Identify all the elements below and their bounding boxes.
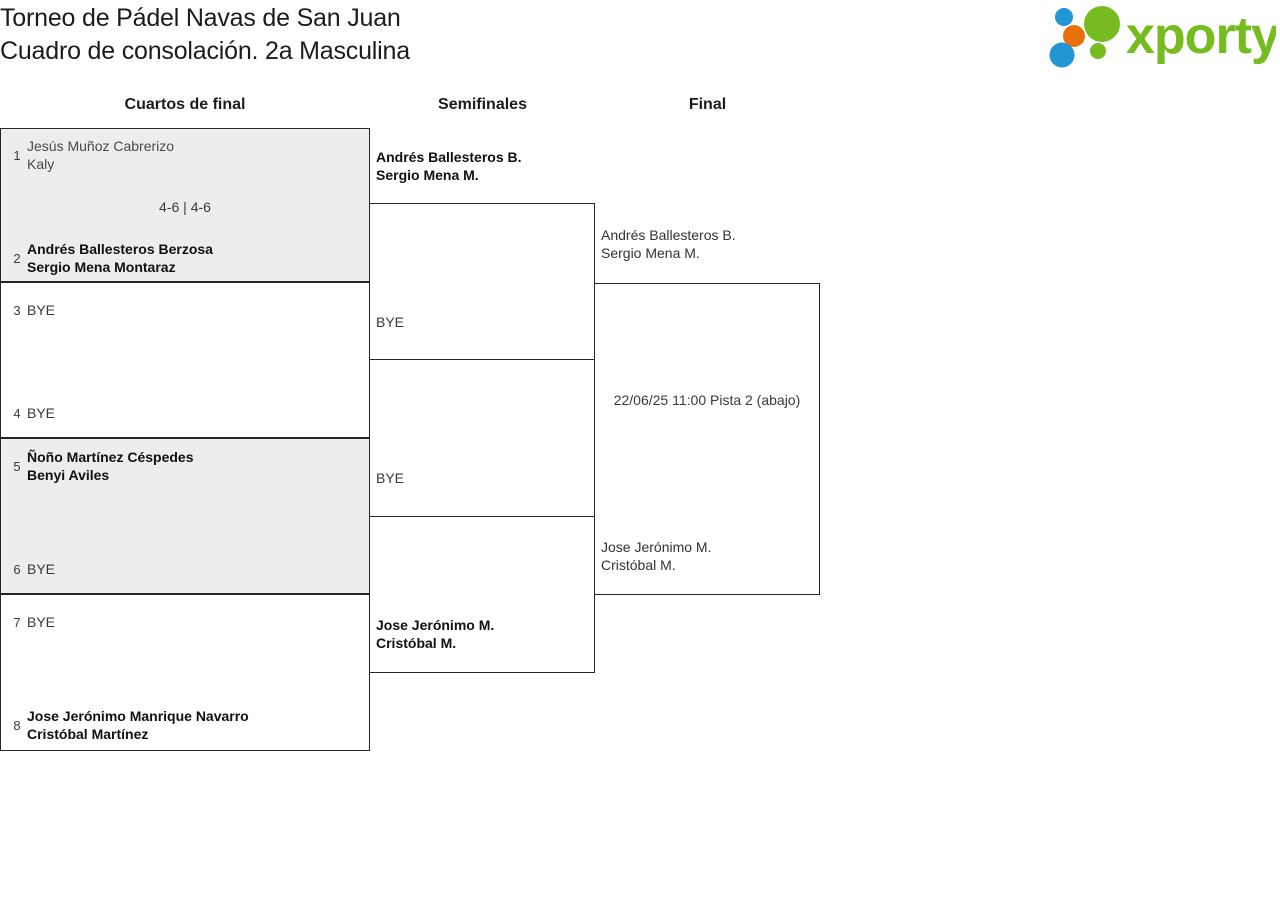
player-name: BYE	[27, 561, 56, 577]
player-name: BYE	[376, 314, 405, 330]
player-name: Sergio Mena Montaraz	[27, 259, 176, 275]
player-name: Cristóbal M.	[601, 557, 676, 573]
match-qf-2[interactable]: 3 BYE 4 BYE	[0, 282, 370, 438]
page-title-line-2: Cuadro de consolación. 2a Masculina	[0, 37, 410, 65]
seed-number: 1	[13, 147, 21, 163]
player-name: Ñoño Martínez Céspedes	[27, 449, 194, 465]
round-header-semifinals: Semifinales	[438, 96, 527, 113]
qf-1-score: 4-6 | 4-6	[159, 199, 211, 215]
player-name: BYE	[27, 405, 56, 421]
player-name: Sergio Mena M.	[601, 245, 700, 261]
seed-number: 5	[13, 458, 21, 474]
round-header-quarterfinals: Cuartos de final	[124, 96, 246, 113]
player-name: Kaly	[27, 156, 55, 172]
player-name: Benyi Aviles	[27, 467, 110, 483]
player-name: Cristóbal Martínez	[27, 726, 149, 742]
page-title-line-1: Torneo de Pádel Navas de San Juan	[0, 4, 401, 32]
qf-3-team-bottom[interactable]: 6 BYE	[1, 560, 369, 578]
sf-2-team-bottom[interactable]: Jose Jerónimo M. Cristóbal M.	[376, 616, 494, 652]
player-name: BYE	[27, 302, 56, 318]
sf-2-team-top[interactable]: BYE	[376, 469, 404, 487]
qf-2-team-top[interactable]: 3 BYE	[1, 301, 369, 319]
match-qf-3[interactable]: 5 Ñoño Martínez Céspedes Benyi Aviles 6 …	[0, 438, 370, 594]
player-name: Sergio Mena M.	[376, 167, 479, 183]
final-schedule: 22/06/25 11:00 Pista 2 (abajo)	[613, 392, 801, 408]
player-name: Jesús Muñoz Cabrerizo	[27, 138, 175, 154]
seed-number: 7	[13, 614, 21, 630]
qf-4-team-top[interactable]: 7 BYE	[1, 613, 369, 631]
player-name: Jose Jerónimo M.	[376, 617, 495, 633]
qf-2-team-bottom[interactable]: 4 BYE	[1, 404, 369, 422]
player-name: Andrés Ballesteros B.	[376, 149, 522, 165]
match-qf-4[interactable]: 7 BYE 8 Jose Jerónimo Manrique Navarro C…	[0, 594, 370, 751]
qf-1-team-top[interactable]: 1 Jesús Muñoz Cabrerizo Kaly	[1, 137, 369, 173]
match-sf-1-frame[interactable]	[369, 203, 595, 360]
final-team-top[interactable]: Andrés Ballesteros B. Sergio Mena M.	[601, 226, 736, 262]
qf-1-team-bottom[interactable]: 2 Andrés Ballesteros Berzosa Sergio Mena…	[1, 240, 369, 276]
player-name: Jose Jerónimo M.	[601, 539, 712, 555]
round-header-final: Final	[688, 96, 727, 113]
qf-4-team-bottom[interactable]: 8 Jose Jerónimo Manrique Navarro Cristób…	[1, 707, 369, 743]
sf-1-team-top[interactable]: Andrés Ballesteros B. Sergio Mena M.	[376, 148, 522, 184]
player-name: Jose Jerónimo Manrique Navarro	[27, 708, 249, 724]
seed-number: 4	[13, 405, 21, 421]
player-name: Andrés Ballesteros Berzosa	[27, 241, 213, 257]
player-name: Cristóbal M.	[376, 635, 457, 651]
seed-number: 6	[13, 561, 21, 577]
seed-number: 8	[13, 717, 21, 733]
seed-number: 3	[13, 302, 21, 318]
player-name: BYE	[27, 614, 56, 630]
final-team-bottom[interactable]: Jose Jerónimo M. Cristóbal M.	[601, 538, 711, 574]
seed-number: 2	[13, 250, 21, 266]
page-title: Torneo de Pádel Navas de San Juan Cuadro…	[0, 2, 410, 68]
xporty-logo-icon: xporty	[1049, 6, 1276, 68]
qf-3-team-top[interactable]: 5 Ñoño Martínez Céspedes Benyi Aviles	[1, 448, 369, 484]
svg-text:xporty: xporty	[1126, 7, 1276, 65]
player-name: Andrés Ballesteros B.	[601, 227, 736, 243]
xporty-logo[interactable]: xporty	[1048, 4, 1276, 68]
match-qf-1[interactable]: 1 Jesús Muñoz Cabrerizo Kaly 4-6 | 4-6 2…	[0, 128, 370, 282]
player-name: BYE	[376, 470, 405, 486]
sf-1-team-bottom[interactable]: BYE	[376, 313, 404, 331]
